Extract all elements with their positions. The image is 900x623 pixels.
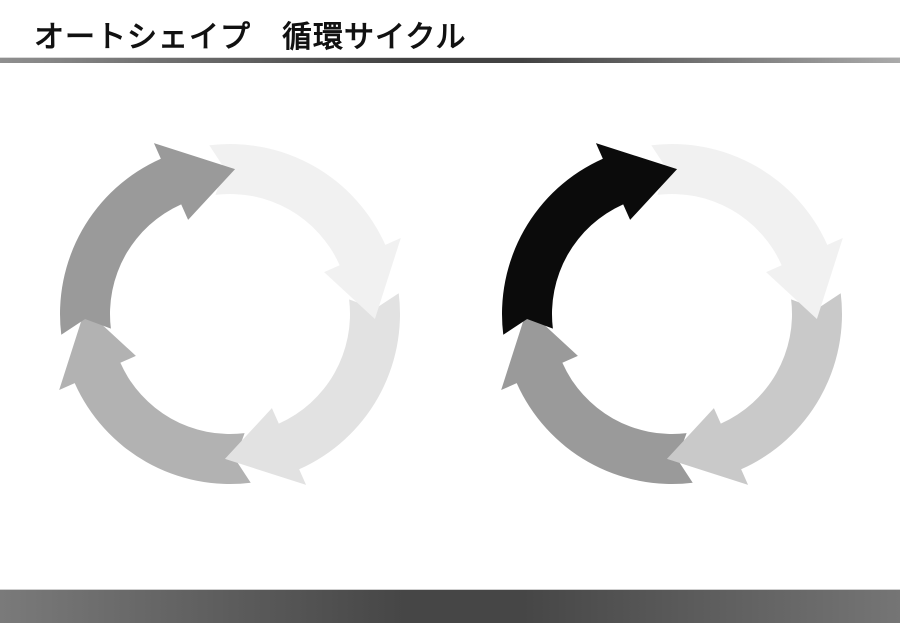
cycle-arrow-top-left-icon — [60, 143, 236, 335]
slide-title: オートシェイプ 循環サイクル — [34, 21, 467, 54]
title-divider-rule — [0, 57, 900, 63]
cycle-arrow-top-left-icon — [502, 143, 678, 335]
cycle-diagram-left — [59, 143, 401, 485]
cycle-arrow-top-right-icon — [209, 144, 401, 320]
cycle-arrow-bottom-left-icon — [501, 308, 693, 484]
cycle-arrow-top-right-icon — [651, 144, 843, 320]
cycle-arrow-bottom-right-icon — [224, 293, 400, 485]
cycle-diagram-right — [501, 143, 843, 485]
cycle-arrow-bottom-right-icon — [666, 293, 842, 485]
footer-gradient-bar — [0, 589, 900, 623]
cycle-arrow-bottom-left-icon — [59, 308, 251, 484]
